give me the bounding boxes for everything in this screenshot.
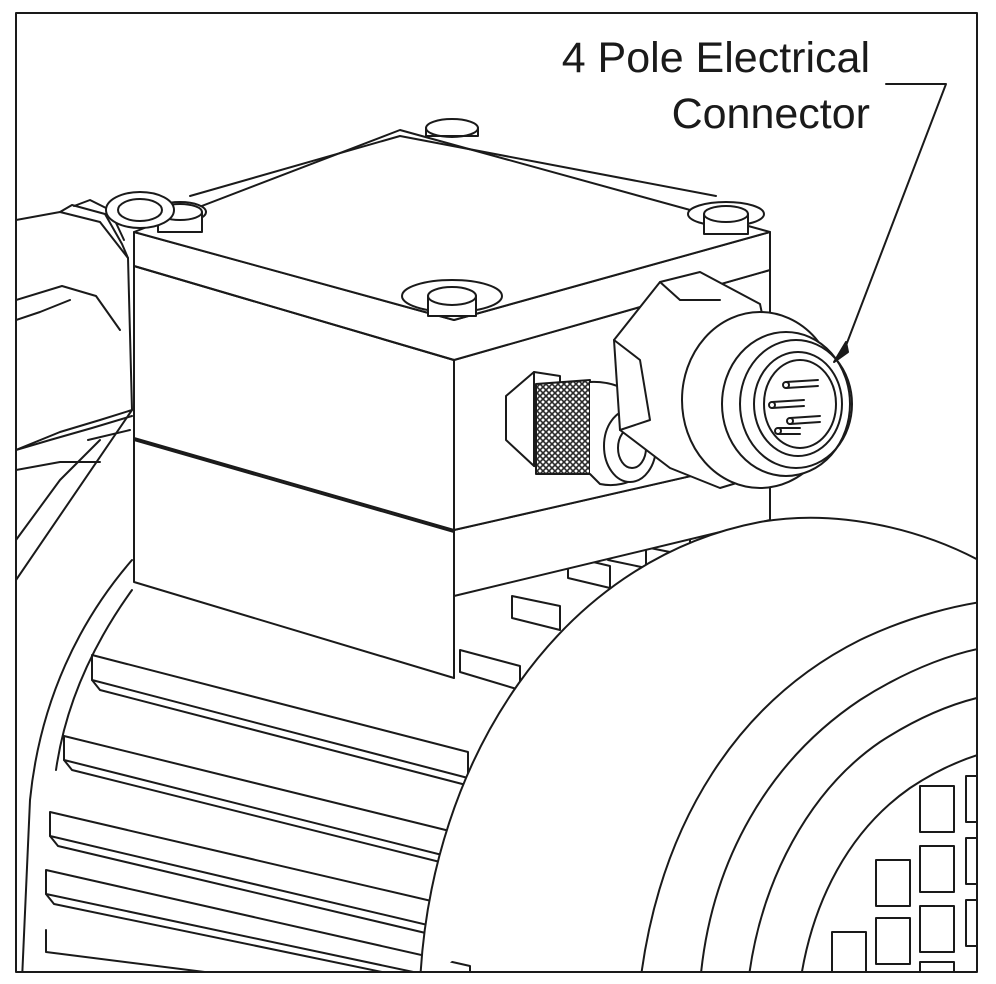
connector-callout-label: 4 Pole Electrical Connector xyxy=(562,30,870,142)
motor-body xyxy=(21,529,691,972)
fan-cover xyxy=(419,516,977,972)
bolt-top xyxy=(425,118,479,138)
left-housing xyxy=(16,199,133,581)
electrical-connector-4-pole xyxy=(613,271,853,489)
callout-line-2: Connector xyxy=(671,90,870,138)
bolt-right xyxy=(687,201,765,235)
cooling-fins xyxy=(45,529,691,972)
fan-cover-grille xyxy=(831,775,977,972)
threaded-boss xyxy=(105,191,175,229)
connector-pins xyxy=(768,379,821,435)
drawing-frame xyxy=(15,12,978,973)
bolt-front xyxy=(401,279,503,317)
lid-bolts xyxy=(105,118,765,317)
callout-leader-line xyxy=(833,83,947,363)
callout-line-1: 4 Pole Electrical xyxy=(561,34,870,82)
